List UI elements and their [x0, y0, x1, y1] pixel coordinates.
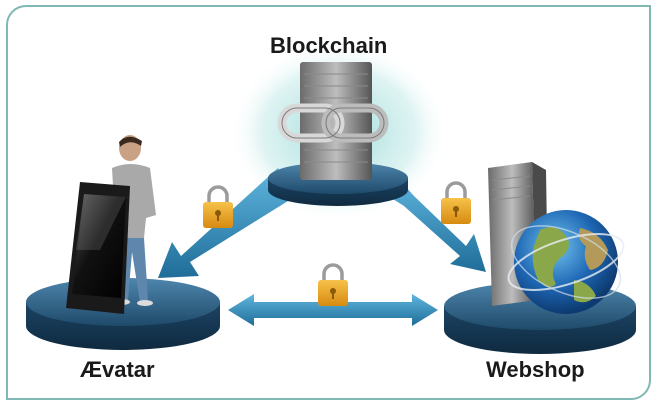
blockchain-label: Blockchain: [270, 33, 388, 58]
padlock-icon: [203, 185, 233, 228]
padlock-icon: [441, 181, 471, 224]
arrow-avatar-webshop: [228, 294, 438, 326]
avatar-label: Ævatar: [80, 357, 155, 382]
chain-link-icon: [277, 103, 389, 143]
padlock-icon: [318, 263, 348, 306]
webshop-label: Webshop: [486, 357, 585, 382]
arrow-blockchain-webshop: [388, 176, 486, 272]
globe-icon: [507, 210, 625, 314]
smartphone-icon: [66, 182, 130, 314]
